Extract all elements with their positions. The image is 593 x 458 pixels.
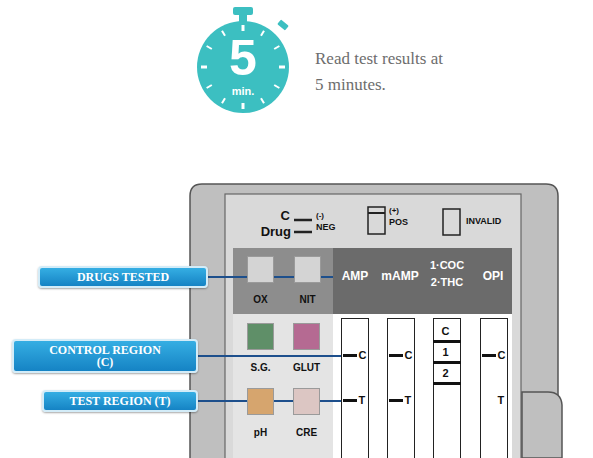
timer-circle: 5min. [196,20,290,114]
test-pad: OX [247,256,274,283]
test-pad: CRE [293,388,320,415]
strip-letter: C [498,348,506,362]
panel-label: (+) [389,206,399,215]
timer-number: 5 [196,30,290,86]
cup-panel [225,194,521,458]
panel-label: Drug [261,225,291,240]
pad-label: S.G. [250,362,270,374]
legend-line [368,212,385,214]
test-pad: GLUT [293,323,320,350]
legend-window [368,207,385,234]
panel-label: C [281,209,290,224]
result-line [389,354,403,357]
pad-label: GLUT [293,362,320,374]
pad-band [233,248,333,314]
test-strip: CT [341,318,369,458]
pad-label: NIT [299,294,315,306]
pad-square [247,256,274,283]
strip-letter: C [405,348,413,362]
panel-label: INVALID [466,216,501,226]
timer-stem [239,14,247,22]
callout-text: TEST REGION (T) [69,395,170,407]
strip-letter: C [442,324,450,338]
result-line [343,354,357,357]
callout-box: DRUGS TESTED [38,266,208,288]
pad-square [294,256,321,283]
pad-square [293,388,320,415]
pad-label: pH [254,427,267,439]
strip-letter: 1 [443,345,449,359]
panel-label: AMP [342,270,369,284]
result-line [433,382,461,385]
panel-label: POS [389,217,408,227]
legend-line [294,219,312,222]
strip-letter: T [359,393,366,407]
drug-band [333,248,512,314]
strip-letter: T [498,393,505,407]
strip-letter: 2 [443,366,449,380]
legend-window [443,209,460,235]
strip-letter: C [359,348,367,362]
timer-button [277,19,289,30]
callout-box: CONTROL REGION (C) [12,339,198,373]
callout-box: TEST REGION (T) [42,390,198,412]
result-line [433,361,461,364]
leader-line [198,355,341,357]
panel-label: 1·COC [430,259,464,272]
pad-area [233,314,333,458]
panel-label: (-) [316,211,324,220]
pad-label: CRE [296,427,317,439]
test-strip: CT [387,318,415,458]
panel-label: mAMP [381,270,418,284]
strip-letter: T [405,393,412,407]
result-line [433,340,461,343]
panel-label: OPI [483,270,504,284]
pad-square [293,323,320,350]
result-line [389,399,403,402]
result-line [482,354,496,357]
pad-label: OX [253,294,267,306]
instruction-text: Read test results at 5 minutes. [315,46,450,98]
test-pad: S.G. [247,323,274,350]
timer-unit: min. [196,85,290,98]
test-pad: NIT [294,256,321,283]
callout-text: DRUGS TESTED [77,271,169,283]
timer-knob [233,7,253,15]
legend-line [294,231,312,234]
panel-label: 2·THC [431,276,463,289]
pad-square [247,323,274,350]
callout-text: CONTROL REGION (C) [43,344,168,368]
test-pad: pH [247,388,274,415]
pad-square [247,388,274,415]
test-strip: CT [480,318,508,458]
test-strip: C 1 2 [433,318,461,458]
result-line [343,399,357,402]
panel-label: NEG [316,222,336,232]
cup-handle [522,392,562,458]
